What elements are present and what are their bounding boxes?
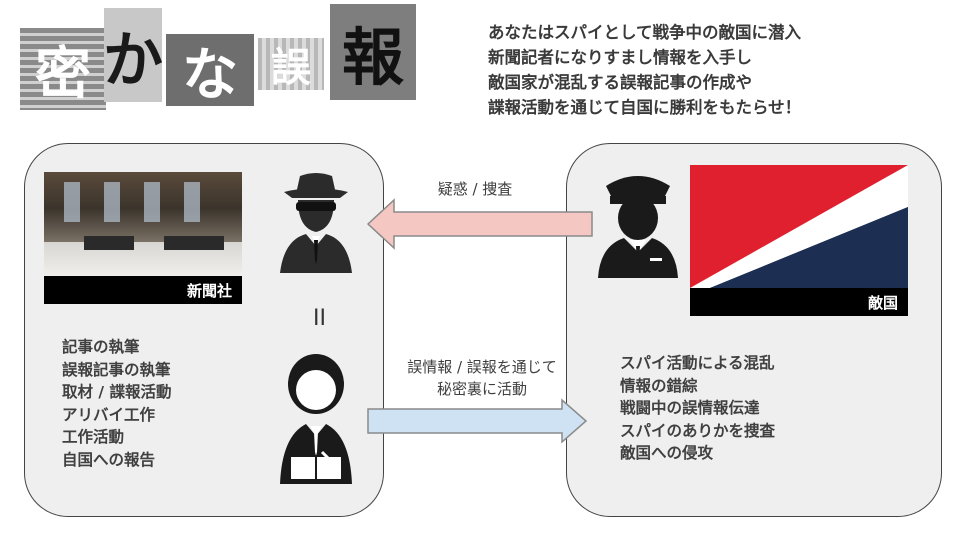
intro-line: 新聞記者になりすまし情報を入手し: [488, 48, 752, 67]
title-char-3: な: [166, 34, 254, 108]
enemy-effects-list: スパイ活動による混乱 情報の錯綜 戦闘中の誤情報伝達 スパイのありかを捜査 敵国…: [620, 352, 775, 465]
covert-label-line2: 秘密裏に活動: [436, 380, 527, 398]
spy-icon: [280, 173, 352, 273]
list-item: スパイのありかを捜査: [620, 421, 776, 440]
right-arrow: [367, 398, 588, 444]
newsroom-photo: [44, 172, 242, 276]
left-arrow: [366, 198, 593, 250]
newspaper-caption: 新聞社: [44, 276, 242, 304]
list-item: 誤報記事の執筆: [62, 360, 171, 379]
equal-sign: II: [313, 306, 326, 331]
officer-icon: [598, 176, 678, 278]
list-item: 自国への報告: [62, 450, 156, 469]
list-item: スパイ活動による混乱: [620, 354, 775, 372]
list-item: 敵国への侵攻: [620, 444, 714, 462]
list-item: 記事の執筆: [62, 338, 140, 356]
list-item: 取材 / 諜報活動: [62, 383, 172, 401]
intro-line: あなたはスパイとして戦争中の敵国に潜入: [488, 23, 802, 42]
list-item: 情報の錯綜: [620, 376, 698, 395]
title-char-1: 密: [20, 28, 106, 110]
intro-line: 敵国家が混乱する誤報記事の作成や: [488, 73, 752, 92]
covert-label-line1: 誤情報 / 誤報を通じて: [407, 358, 557, 376]
enemy-flag: [690, 165, 908, 288]
suspicion-label: 疑惑 / 捜査: [437, 180, 513, 198]
title-char-2: か: [103, 8, 163, 102]
intro-text: あなたはスパイとして戦争中の敵国に潜入 新聞記者になりすまし情報を入手し 敵国家…: [488, 20, 948, 120]
writer-icon: [280, 354, 352, 484]
title-char-5: 報: [330, 4, 416, 100]
enemy-caption: 敵国: [690, 288, 908, 316]
list-item: アリバイ工作: [62, 405, 156, 424]
title-char-4: 誤: [258, 38, 324, 91]
intro-line: 諜報活動を通じて自国に勝利をもたらせ！: [488, 98, 802, 117]
list-item: 戦闘中の誤情報伝達: [620, 399, 760, 417]
list-item: 工作活動: [62, 428, 125, 446]
spy-roles-list: 記事の執筆 誤報記事の執筆 取材 / 諜報活動 アリバイ工作 工作活動 自国への…: [62, 336, 171, 471]
covert-activity-label: 誤情報 / 誤報を通じて 秘密裏に活動: [384, 356, 580, 400]
